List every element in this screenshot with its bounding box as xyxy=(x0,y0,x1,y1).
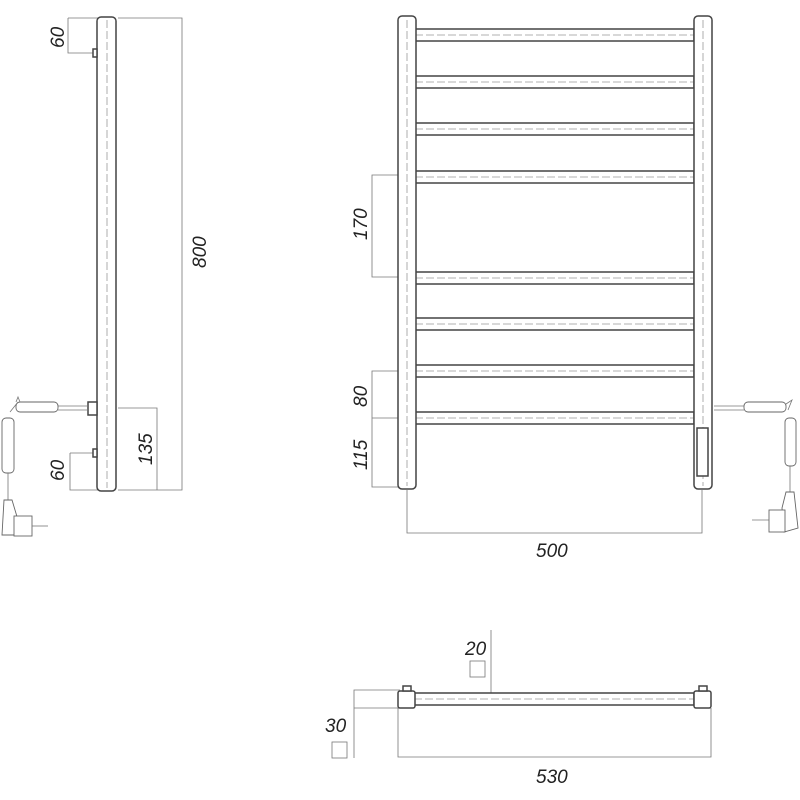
dim-line-30 xyxy=(353,689,400,758)
top-upright-left xyxy=(397,690,416,709)
plug-icon xyxy=(1,499,48,537)
side-upright-tube xyxy=(96,16,117,492)
dim-label-115: 115 xyxy=(351,439,372,470)
dim-label-170: 170 xyxy=(351,208,372,240)
dim-label-bottom-60: 60 xyxy=(48,459,69,481)
dim-label-20: 20 xyxy=(464,639,487,660)
crossbars xyxy=(414,28,695,425)
dim-line-135 xyxy=(118,407,158,490)
power-cord-icon xyxy=(1,395,88,500)
side-view: 60 800 135 60 xyxy=(1,16,211,537)
dim-label-135: 135 xyxy=(136,433,157,465)
dim-line-80-115 xyxy=(371,370,398,488)
dim-line-bottom-60 xyxy=(69,452,100,491)
top-upright-right xyxy=(693,690,712,709)
dim-label-800: 800 xyxy=(190,236,211,268)
dim-line-800 xyxy=(118,17,183,491)
dim-label-30: 30 xyxy=(325,716,347,737)
plug-icon xyxy=(752,491,799,533)
top-view: 20 30 530 xyxy=(325,630,712,788)
side-heater-inlet xyxy=(87,401,98,416)
front-view: 170 80 115 500 xyxy=(351,15,799,562)
square-profile-icon xyxy=(469,660,486,678)
dim-line-170 xyxy=(371,174,398,278)
dim-label-top-60: 60 xyxy=(48,26,69,48)
dim-label-500: 500 xyxy=(536,541,568,562)
dim-line-top-60 xyxy=(67,17,100,54)
dim-label-530: 530 xyxy=(536,767,568,788)
side-bracket-top xyxy=(92,48,98,58)
heating-element-icon xyxy=(696,427,709,477)
square-profile-icon xyxy=(331,741,348,759)
dim-line-530 xyxy=(397,708,712,758)
side-bracket-bottom xyxy=(92,448,98,458)
power-cord-icon xyxy=(714,398,797,492)
dim-line-500 xyxy=(406,490,703,534)
dim-label-80: 80 xyxy=(351,385,372,407)
